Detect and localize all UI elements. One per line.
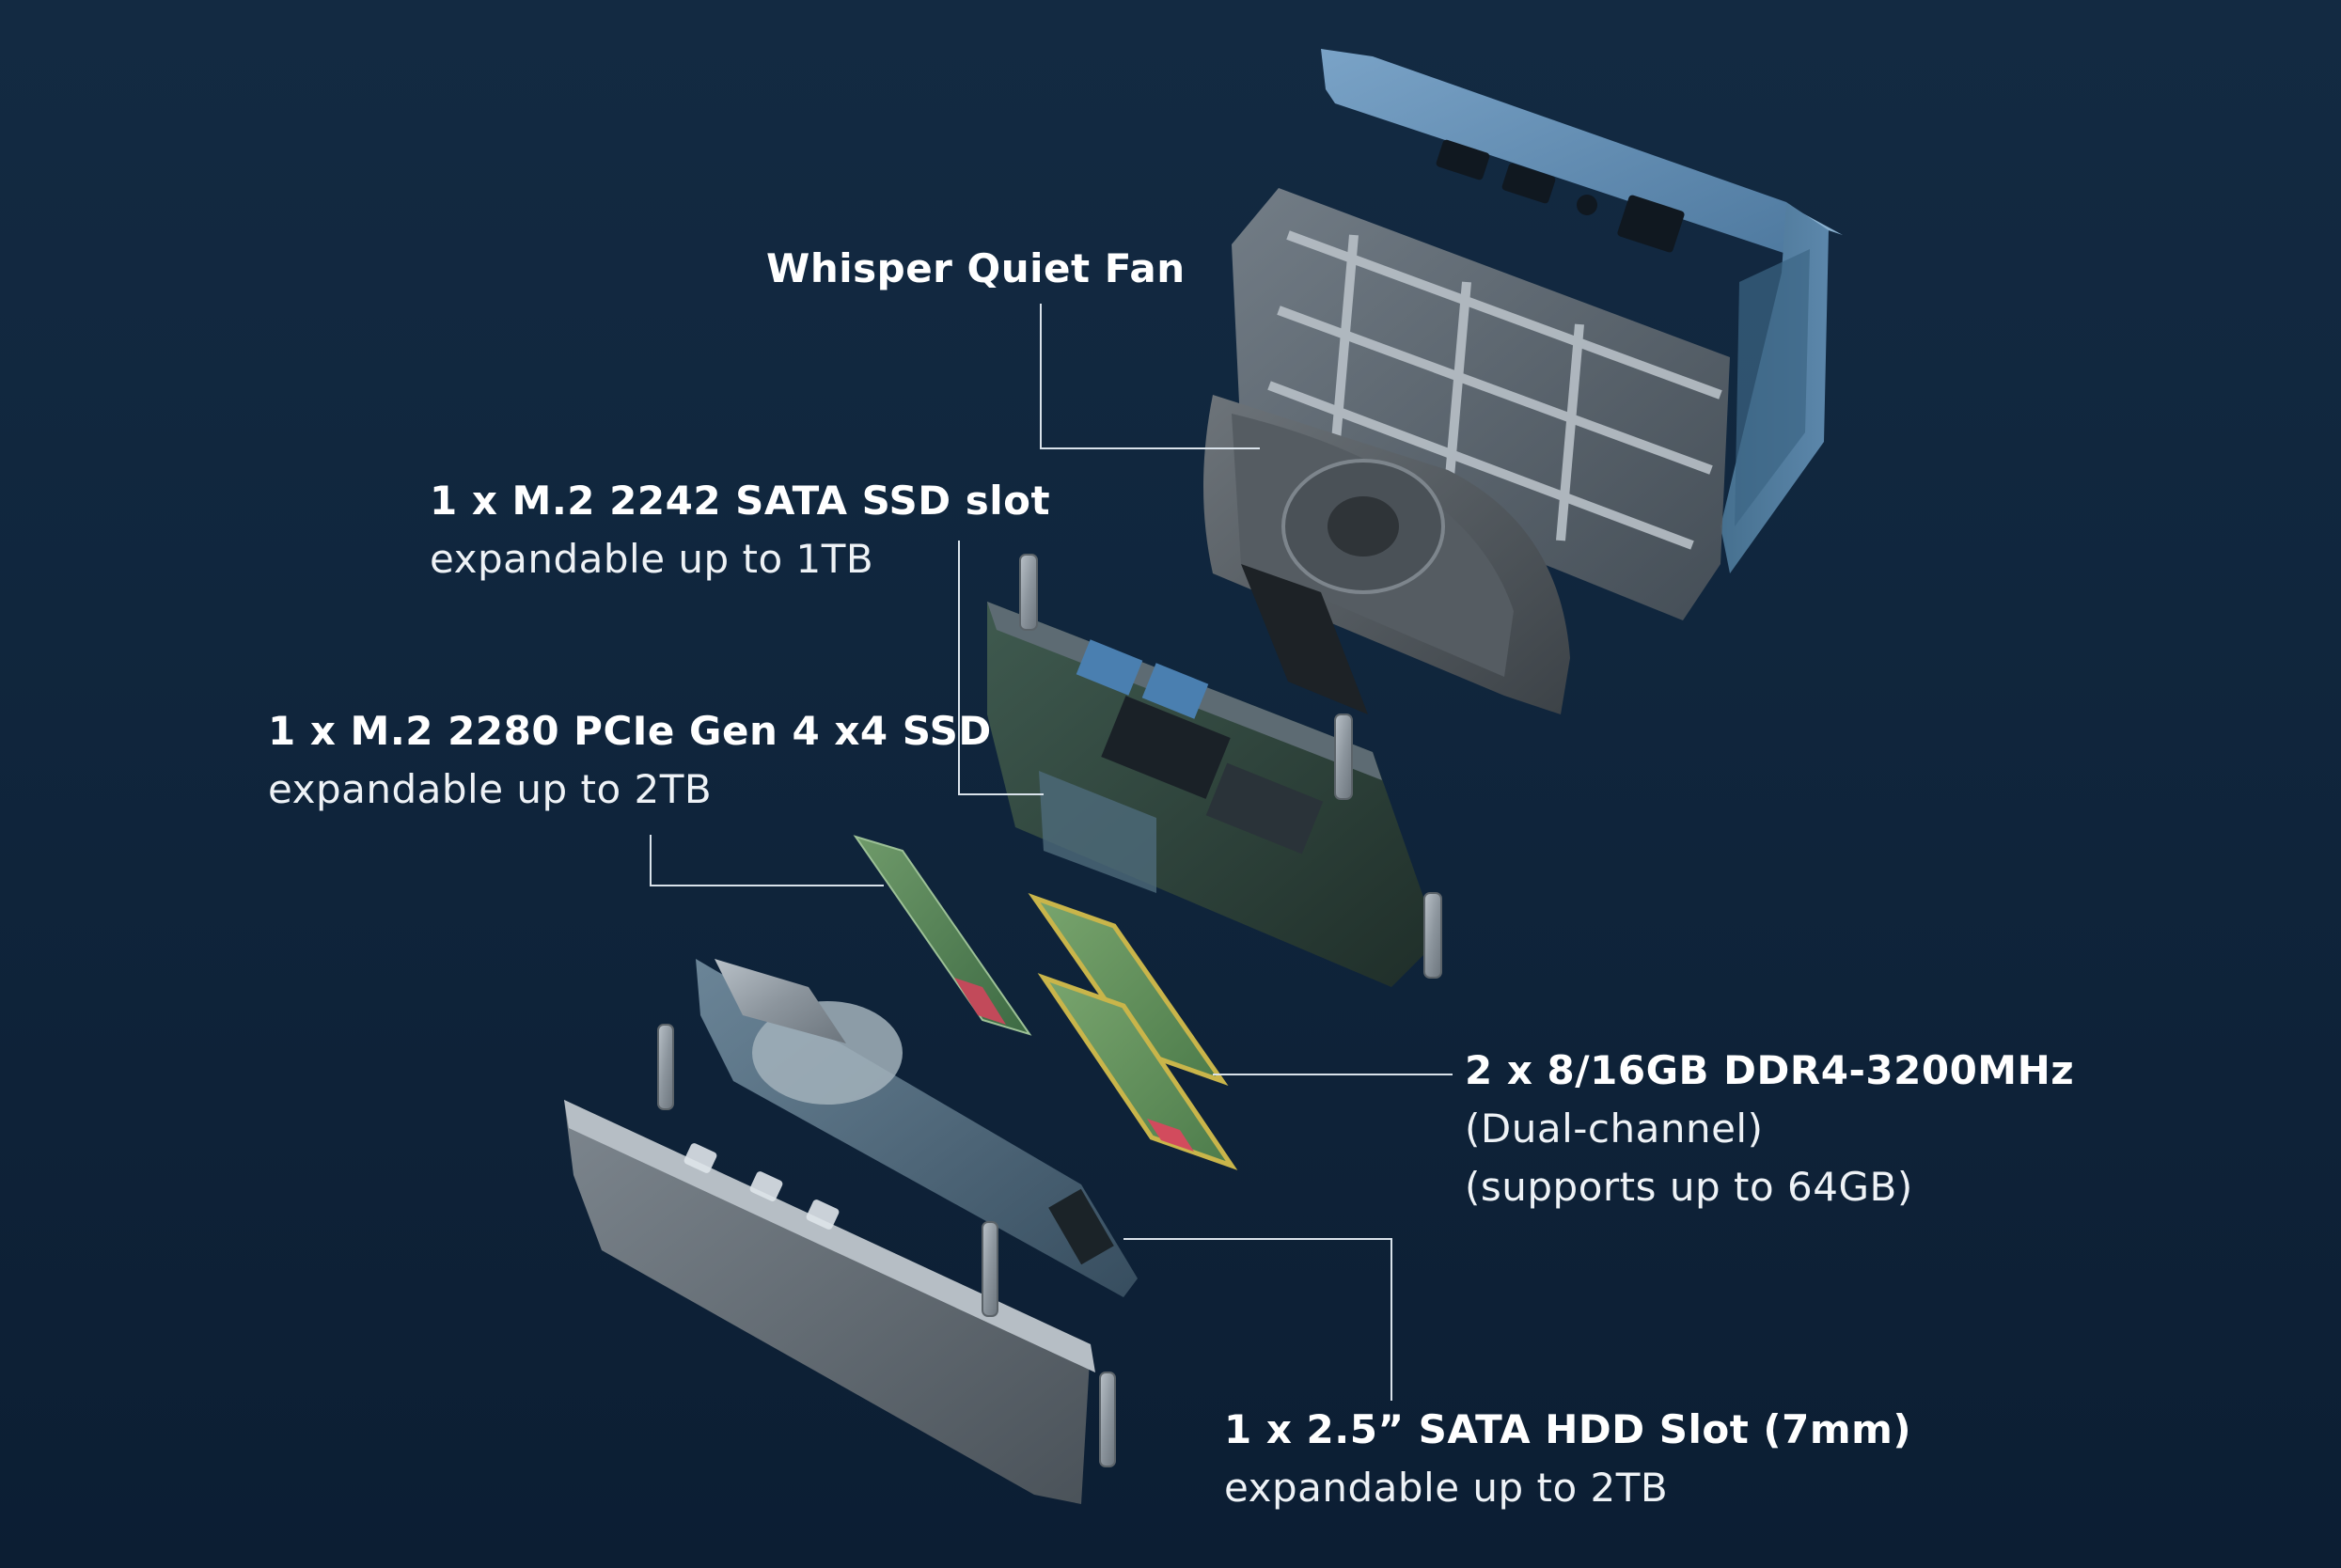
callout-ram-detail-1: (Dual-channel) xyxy=(1465,1105,1764,1152)
callout-ram: 2 x 8/16GB DDR4-3200MHz (Dual-channel) (… xyxy=(1465,1042,2074,1216)
m2-pcie-ssd xyxy=(853,835,1032,1036)
cooling-fan xyxy=(1203,395,1570,714)
leader-line-fan xyxy=(1040,304,1260,449)
callout-leader-lines xyxy=(650,304,1453,1401)
leader-line-hdd xyxy=(1123,1238,1392,1401)
callout-hdd: 1 x 2.5” SATA HDD Slot (7mm) expandable … xyxy=(1224,1401,1911,1517)
leader-line-sata-ssd xyxy=(958,541,1044,795)
motherboard xyxy=(987,554,1442,987)
callout-pcie-ssd-detail: expandable up to 2TB xyxy=(268,766,713,812)
callout-hdd-detail: expandable up to 2TB xyxy=(1224,1465,1669,1511)
bottom-plate xyxy=(564,1024,1116,1504)
audio-jack-icon xyxy=(1577,195,1597,215)
callout-fan: Whisper Quiet Fan xyxy=(766,240,1186,298)
top-case xyxy=(1232,49,1843,620)
usb-port-icon xyxy=(1076,639,1143,696)
callout-hdd-title: 1 x 2.5” SATA HDD Slot (7mm) xyxy=(1224,1406,1912,1452)
type-c-port-icon xyxy=(1617,195,1685,253)
callout-pcie-ssd-title: 1 x M.2 2280 PCIe Gen 4 x4 SSD xyxy=(268,708,992,754)
sata-hdd xyxy=(696,959,1138,1297)
callout-pcie-ssd: 1 x M.2 2280 PCIe Gen 4 x4 SSD expandabl… xyxy=(268,702,992,819)
callout-ram-title: 2 x 8/16GB DDR4-3200MHz xyxy=(1465,1047,2075,1093)
side-vent-grille xyxy=(1735,249,1810,526)
callout-sata-ssd: 1 x M.2 2242 SATA SSD slot expandable up… xyxy=(430,472,1050,588)
callout-sata-ssd-detail: expandable up to 1TB xyxy=(430,536,874,582)
callout-sata-ssd-title: 1 x M.2 2242 SATA SSD slot xyxy=(430,478,1051,524)
callout-fan-title: Whisper Quiet Fan xyxy=(766,245,1186,291)
leader-line-pcie-ssd xyxy=(650,835,884,886)
usb-port-icon xyxy=(1501,163,1556,204)
usb-port-icon xyxy=(1141,663,1209,719)
ram-modules xyxy=(1028,893,1238,1170)
usb-port-icon xyxy=(1436,139,1490,180)
callout-ram-detail-2: (supports up to 64GB) xyxy=(1465,1164,1913,1210)
